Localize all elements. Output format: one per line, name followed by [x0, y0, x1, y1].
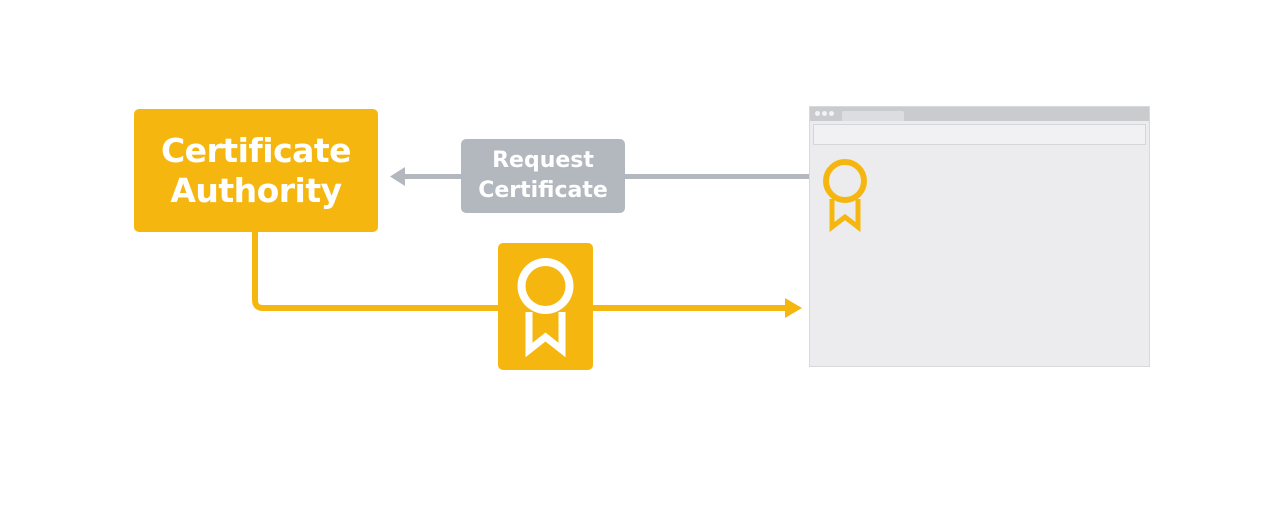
- browser-address-bar: [813, 124, 1146, 145]
- issue-arrow: [252, 231, 802, 318]
- request-label-line2: Certificate: [478, 178, 608, 203]
- arrow-right-icon: [785, 298, 802, 318]
- certificate-authority-label-line2: Authority: [170, 170, 342, 210]
- window-control-icon: [829, 111, 834, 116]
- browser-tab: [842, 111, 904, 121]
- window-control-icon: [815, 111, 820, 116]
- window-control-icon: [822, 111, 827, 116]
- browser-window: [809, 106, 1150, 367]
- arrow-left-icon: [390, 167, 405, 186]
- certificate-authority-label-line1: Certificate: [160, 130, 352, 170]
- award-ribbon-icon: [823, 159, 867, 233]
- browser-titlebar: [810, 107, 1149, 121]
- issue-arrow-line: [252, 231, 788, 311]
- request-label-line1: Request: [492, 148, 594, 173]
- issued-certificate-card: [498, 243, 593, 370]
- award-ribbon-icon: [517, 258, 574, 358]
- request-certificate-label: Request Certificate: [461, 139, 625, 213]
- certificate-authority-box: Certificate Authority: [134, 109, 378, 232]
